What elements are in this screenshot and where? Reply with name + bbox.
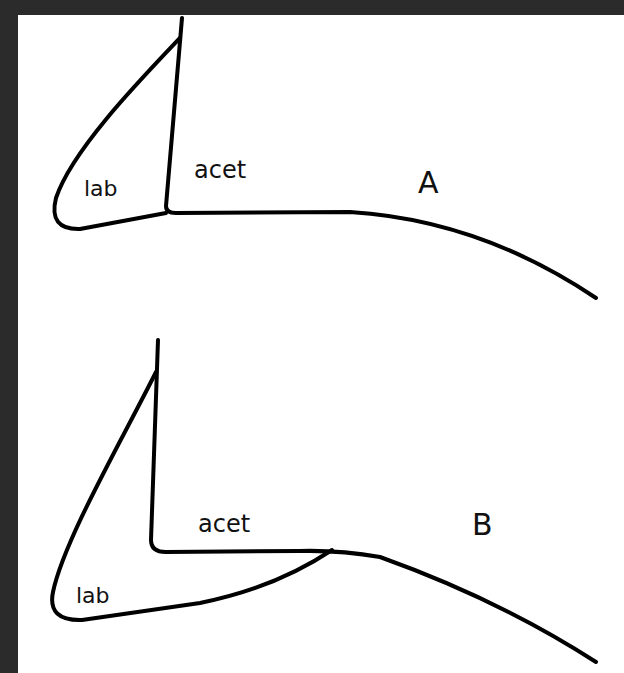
structure-label: acet <box>194 158 246 182</box>
labrum-outline-a <box>54 38 180 229</box>
panel-letter: B <box>472 510 493 540</box>
structure-label: acet <box>198 512 250 536</box>
acetabulum-outline-a <box>166 18 596 298</box>
labrum-outline-b <box>52 372 332 620</box>
acetabulum-outline-b <box>151 340 596 662</box>
panel-letter: A <box>418 168 439 198</box>
structure-label: lab <box>76 585 110 607</box>
structure-label: lab <box>84 178 118 200</box>
